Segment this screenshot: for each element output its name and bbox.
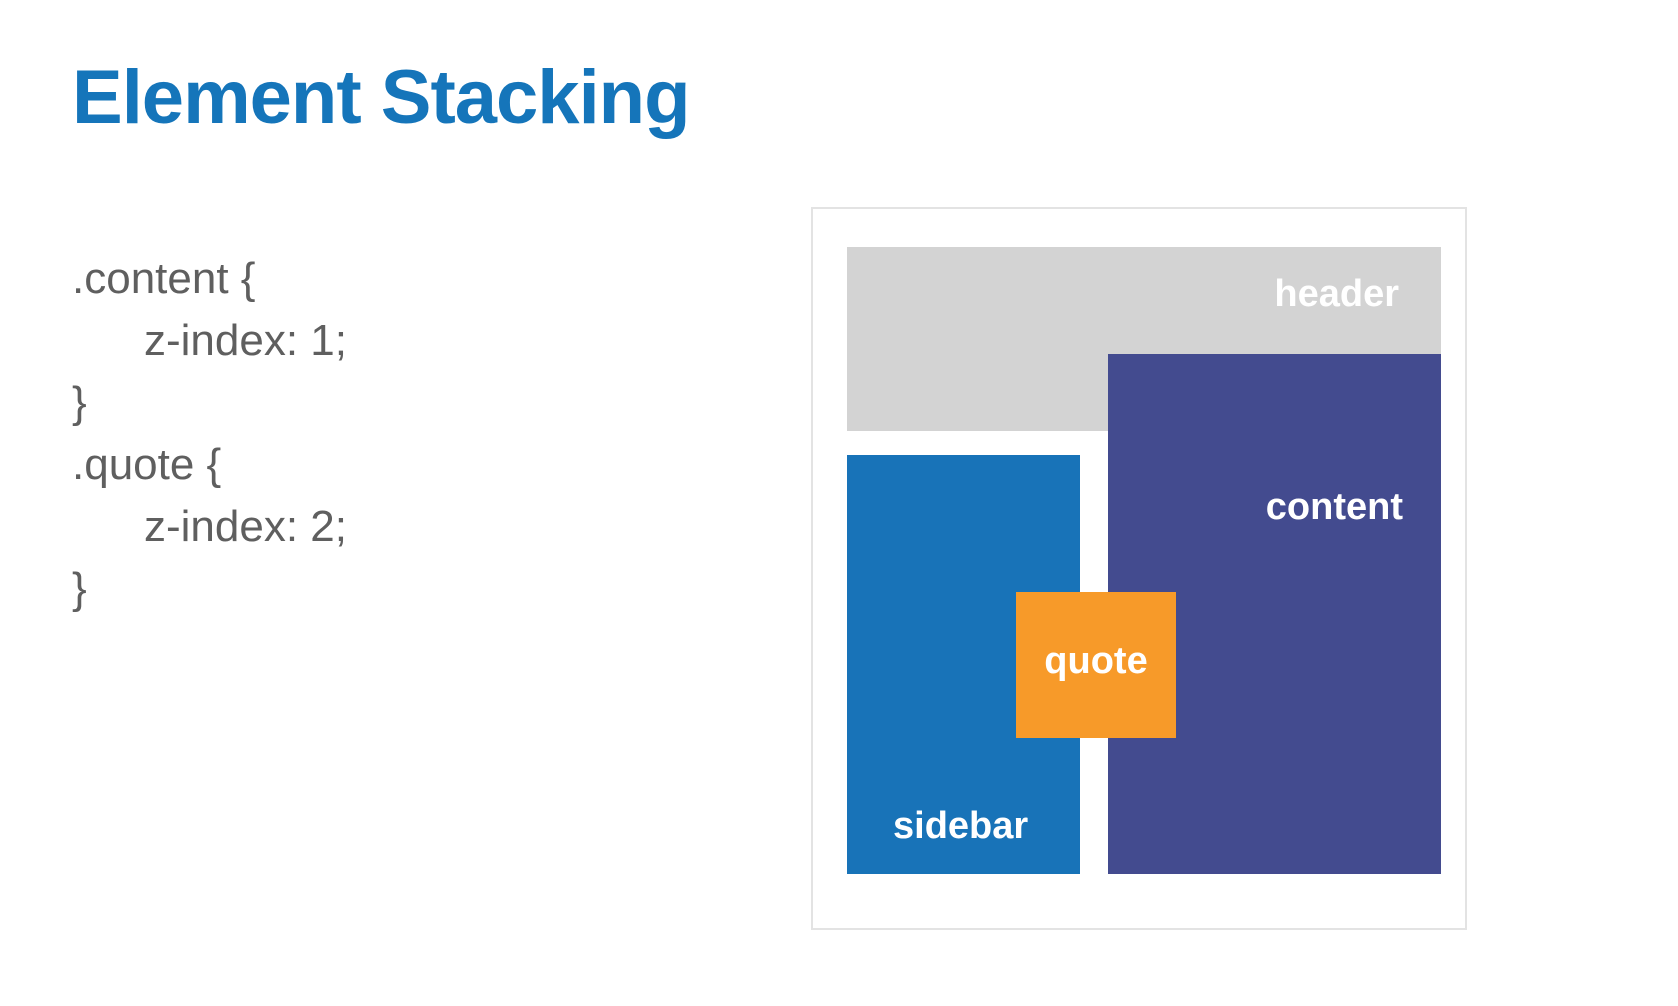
quote-box: quote (1016, 592, 1176, 738)
quote-label: quote (1044, 640, 1148, 682)
code-line-quote-close: } (72, 564, 87, 613)
stacking-diagram: header sidebar content quote (811, 207, 1467, 930)
code-line-content-close: } (72, 378, 87, 427)
sidebar-label: sidebar (893, 805, 1029, 847)
content-label: content (1265, 486, 1403, 528)
code-block: .content { z-index: 1; } .quote { z-inde… (72, 248, 347, 620)
header-label: header (1274, 273, 1399, 315)
slide-title: Element Stacking (72, 55, 691, 140)
code-line-content-selector: .content { (72, 254, 256, 303)
code-line-quote-selector: .quote { (72, 440, 222, 489)
code-line-content-zindex: z-index: 1; (144, 316, 347, 365)
code-line-quote-zindex: z-index: 2; (144, 502, 347, 551)
